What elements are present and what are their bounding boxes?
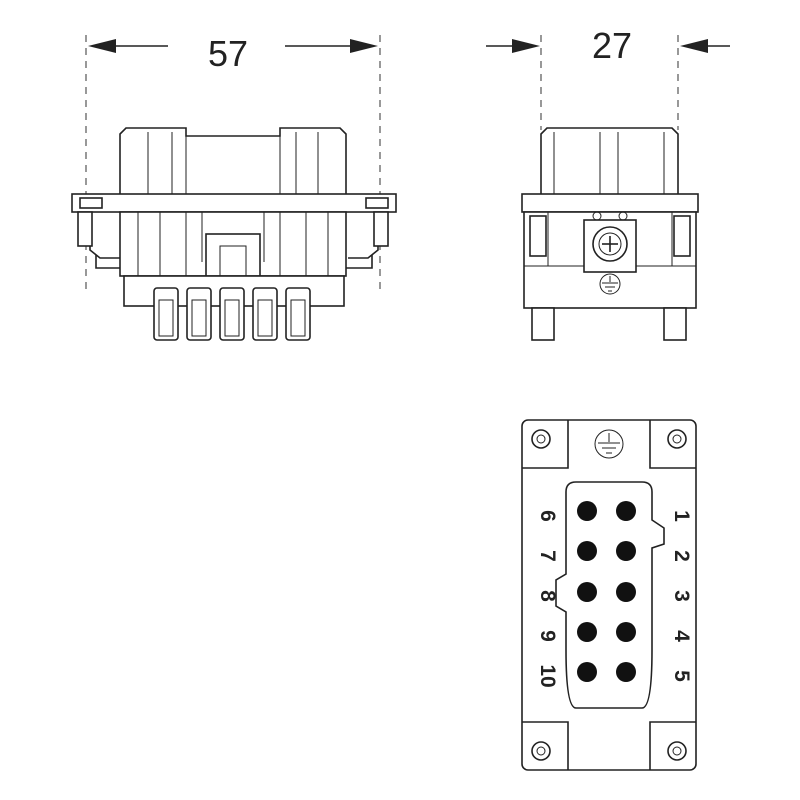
width-arrowhead-left bbox=[88, 39, 116, 53]
depth-arrowhead-left bbox=[512, 39, 540, 53]
front-center-slot bbox=[205, 233, 261, 277]
contact-1 bbox=[616, 501, 636, 521]
contact-7 bbox=[577, 541, 597, 561]
depth-dimension: 27 bbox=[486, 25, 730, 130]
width-arrowhead-right bbox=[350, 39, 378, 53]
side-top-housing bbox=[540, 127, 679, 197]
contact-2 bbox=[616, 541, 636, 561]
contact-8 bbox=[577, 582, 597, 602]
front-view bbox=[71, 127, 397, 341]
depth-dimension-label: 27 bbox=[592, 25, 632, 66]
contact-5 bbox=[616, 662, 636, 682]
contact-6 bbox=[577, 501, 597, 521]
face-view: 6 7 8 9 10 1 2 3 4 5 bbox=[521, 419, 697, 771]
pin-label-7: 7 bbox=[536, 550, 559, 562]
mounting-hole-bottom-right bbox=[667, 741, 687, 761]
side-flange bbox=[521, 193, 699, 213]
side-foot-right bbox=[663, 307, 687, 341]
side-ground-icon bbox=[599, 273, 621, 295]
face-corner-bottom-left bbox=[522, 721, 569, 770]
contact-pins bbox=[577, 501, 636, 682]
face-corner-top-left bbox=[522, 420, 569, 469]
front-terminals bbox=[153, 287, 311, 341]
depth-arrowhead-right bbox=[680, 39, 708, 53]
pin-label-6: 6 bbox=[536, 510, 559, 522]
width-dimension: 57 bbox=[85, 33, 381, 290]
protective-earth-icon bbox=[594, 429, 624, 459]
mounting-hole-top-right bbox=[667, 429, 687, 449]
front-flange bbox=[71, 193, 397, 213]
pin-labels-right: 1 2 3 4 5 bbox=[670, 510, 693, 682]
contact-4 bbox=[616, 622, 636, 642]
contact-3 bbox=[616, 582, 636, 602]
pin-label-5: 5 bbox=[670, 670, 693, 682]
side-view bbox=[521, 127, 699, 341]
pin-label-10: 10 bbox=[536, 664, 559, 687]
pin-label-9: 9 bbox=[536, 630, 559, 642]
contact-insert bbox=[555, 481, 665, 709]
face-corner-bottom-right bbox=[649, 721, 696, 770]
contact-10 bbox=[577, 662, 597, 682]
pin-label-4: 4 bbox=[670, 630, 693, 642]
side-foot-left bbox=[531, 307, 555, 341]
mounting-hole-top-left bbox=[531, 429, 551, 449]
front-top-housing bbox=[119, 127, 347, 197]
pin-label-8: 8 bbox=[536, 590, 559, 602]
pin-label-1: 1 bbox=[670, 510, 693, 522]
pin-label-2: 2 bbox=[670, 550, 693, 562]
pin-labels-left: 6 7 8 9 10 bbox=[536, 510, 559, 688]
front-left-latch bbox=[89, 212, 120, 259]
pin-label-3: 3 bbox=[670, 590, 693, 602]
width-dimension-label: 57 bbox=[208, 33, 248, 74]
mounting-hole-bottom-left bbox=[531, 741, 551, 761]
face-corner-top-right bbox=[649, 420, 696, 469]
contact-9 bbox=[577, 622, 597, 642]
